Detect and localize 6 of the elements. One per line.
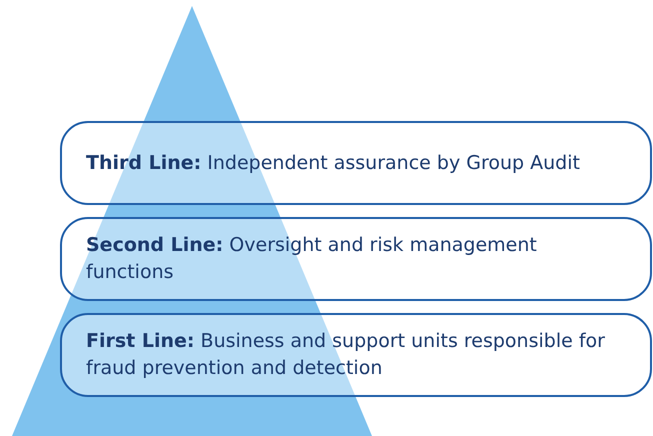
line-of-defence-box (60, 217, 652, 301)
line-of-defence-box (60, 313, 652, 397)
box-text: First Line: Business and support units responsible for fraud prevention and detection (86, 329, 606, 381)
line-of-defence-box (60, 121, 652, 205)
box-text: Third Line: Independent assurance by Group Audit (86, 150, 580, 176)
box-text: Second Line: Oversight and risk management functions (86, 233, 538, 285)
